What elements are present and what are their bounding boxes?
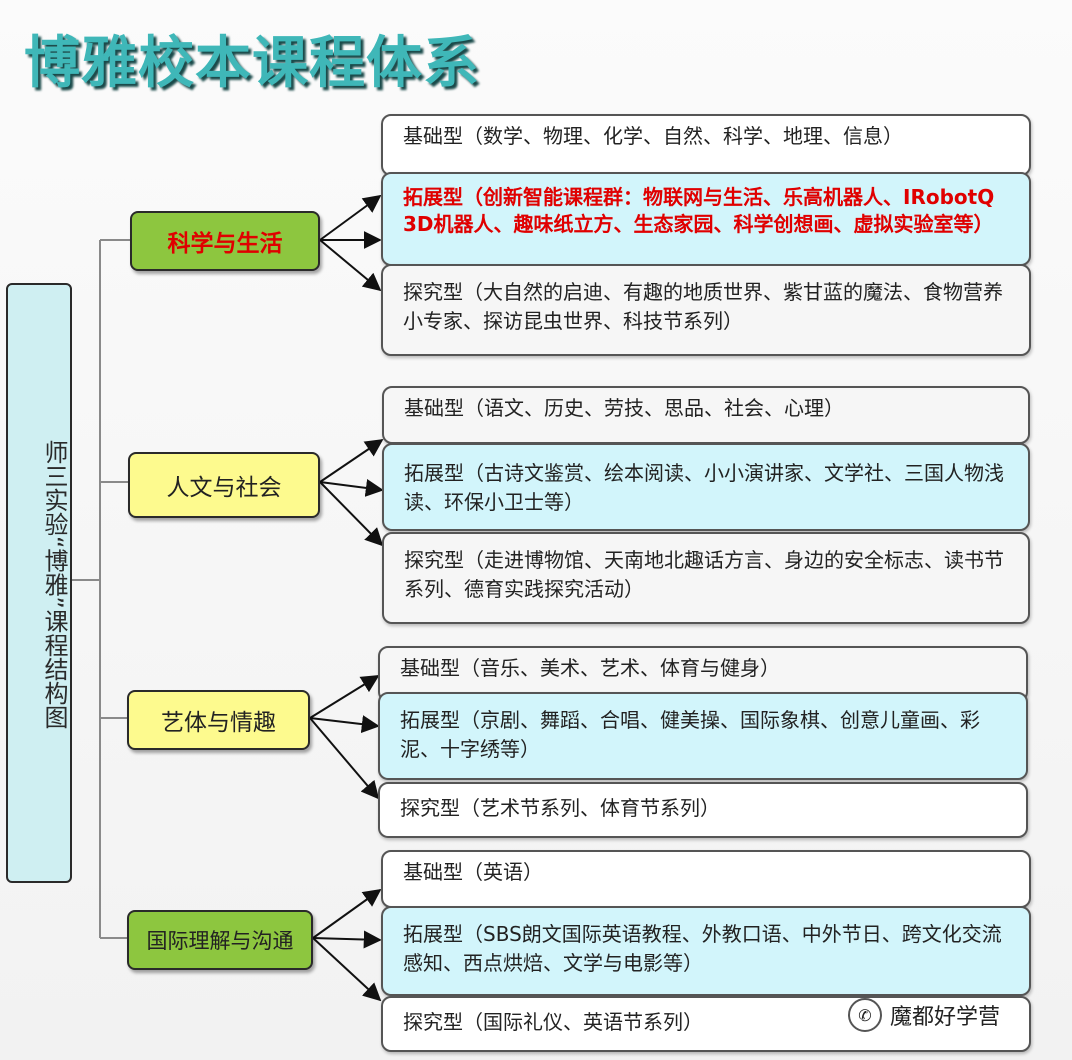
- category-science-life: 科学与生活: [130, 211, 320, 271]
- leaf-science-extended: 拓展型（创新智能课程群：物联网与生活、乐高机器人、IRobotQ 3D机器人、趣…: [381, 172, 1031, 266]
- category-international: 国际理解与沟通: [127, 910, 313, 970]
- leaf-humanities-extended: 拓展型（古诗文鉴赏、绘本阅读、小小演讲家、文学社、三国人物浅读、环保小卫士等）: [382, 443, 1030, 531]
- leaf-international-extended: 拓展型（SBS朗文国际英语教程、外教口语、中外节日、跨文化交流感知、西点烘焙、文…: [381, 906, 1031, 996]
- leaf-international-basic: 基础型（英语）: [381, 850, 1031, 908]
- leaf-humanities-inquiry: 探究型（走进博物馆、天南地北趣话方言、身边的安全标志、读书节系列、德育实践探究活…: [382, 532, 1030, 624]
- diagram-title: 博雅校本课程体系: [24, 31, 480, 96]
- leaf-arts-extended: 拓展型（京剧、舞蹈、合唱、健美操、国际象棋、创意儿童画、彩泥、十字绣等）: [378, 692, 1028, 780]
- category-arts-sports: 艺体与情趣: [127, 690, 310, 750]
- leaf-international-inquiry: 探究型（国际礼仪、英语节系列）: [381, 996, 1031, 1052]
- watermark: ✆ 魔都好学营: [848, 998, 1000, 1032]
- root-label: 师三实验“博雅”课程结构图: [40, 439, 68, 729]
- watermark-label: 魔都好学营: [890, 1005, 1001, 1030]
- wechat-icon: ✆: [848, 998, 882, 1032]
- category-humanities-society: 人文与社会: [128, 452, 320, 518]
- leaf-science-inquiry: 探究型（大自然的启迪、有趣的地质世界、紫甘蓝的魔法、食物营养小专家、探访昆虫世界…: [381, 264, 1031, 356]
- leaf-arts-inquiry: 探究型（艺术节系列、体育节系列）: [378, 782, 1028, 838]
- root-node: 师三实验“博雅”课程结构图: [6, 283, 72, 883]
- leaf-science-basic: 基础型（数学、物理、化学、自然、科学、地理、信息）: [381, 114, 1031, 176]
- leaf-humanities-basic: 基础型（语文、历史、劳技、思品、社会、心理）: [382, 386, 1030, 444]
